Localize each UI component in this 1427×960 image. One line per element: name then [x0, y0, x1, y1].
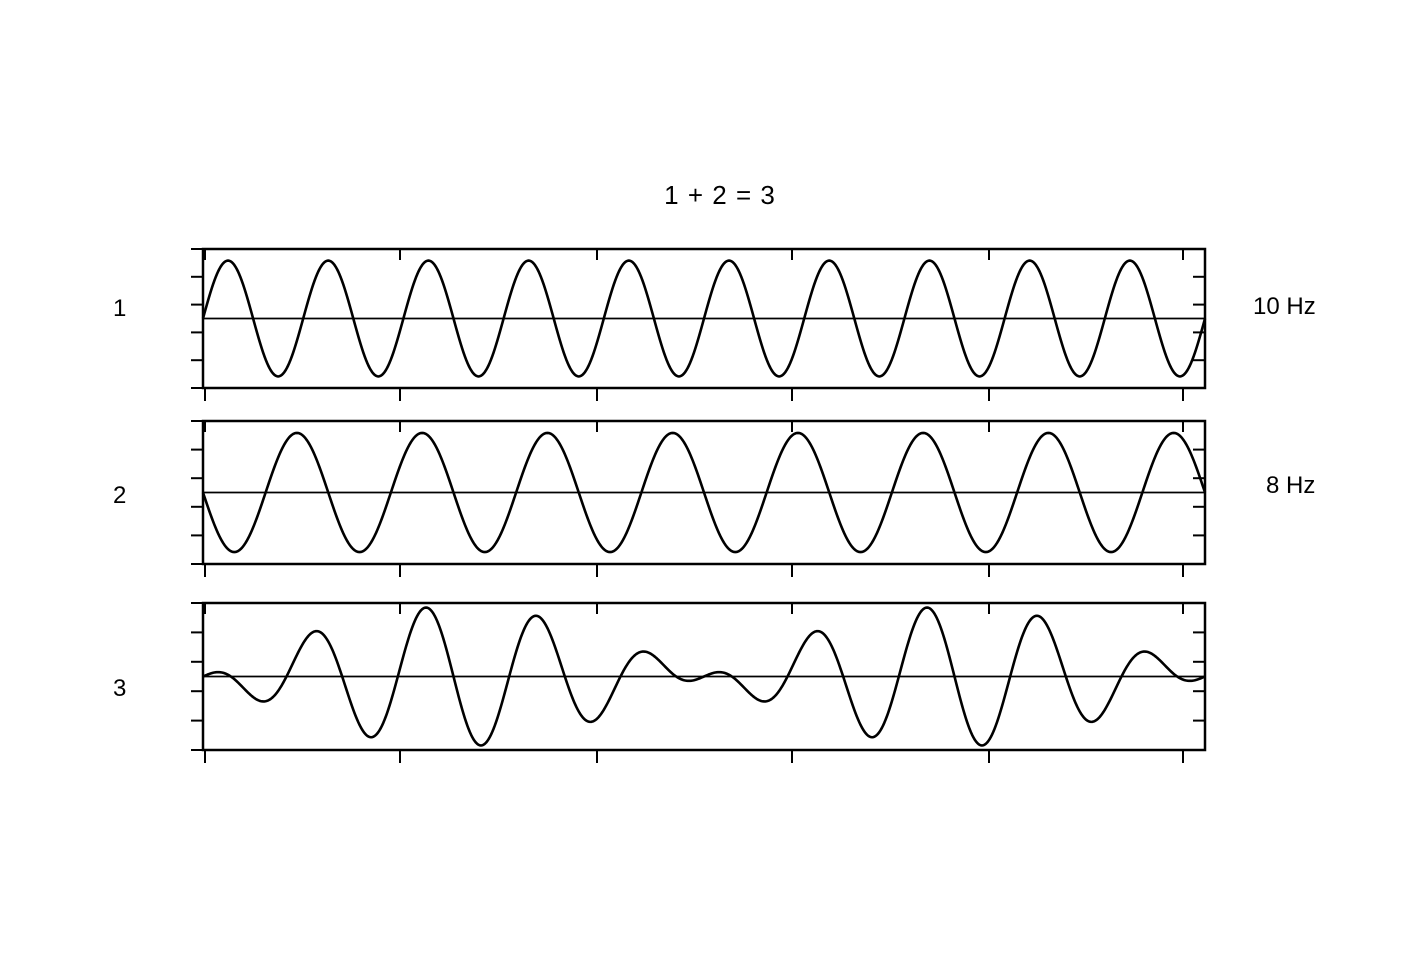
panel-3-waveform-1 — [202, 606, 1206, 747]
panel-1-frequency-label: 10 Hz — [1253, 293, 1316, 320]
chart-title: 1 + 2 = 3 — [664, 180, 776, 210]
panel-2-frequency-label: 8 Hz — [1266, 472, 1316, 499]
panel-1-label: 1 — [113, 295, 127, 322]
panel-1-waveform-1 — [201, 259, 1207, 378]
panel-2-label: 2 — [113, 482, 127, 509]
panel-3-label: 3 — [113, 675, 127, 702]
panel-2-waveform-1 — [201, 431, 1207, 554]
